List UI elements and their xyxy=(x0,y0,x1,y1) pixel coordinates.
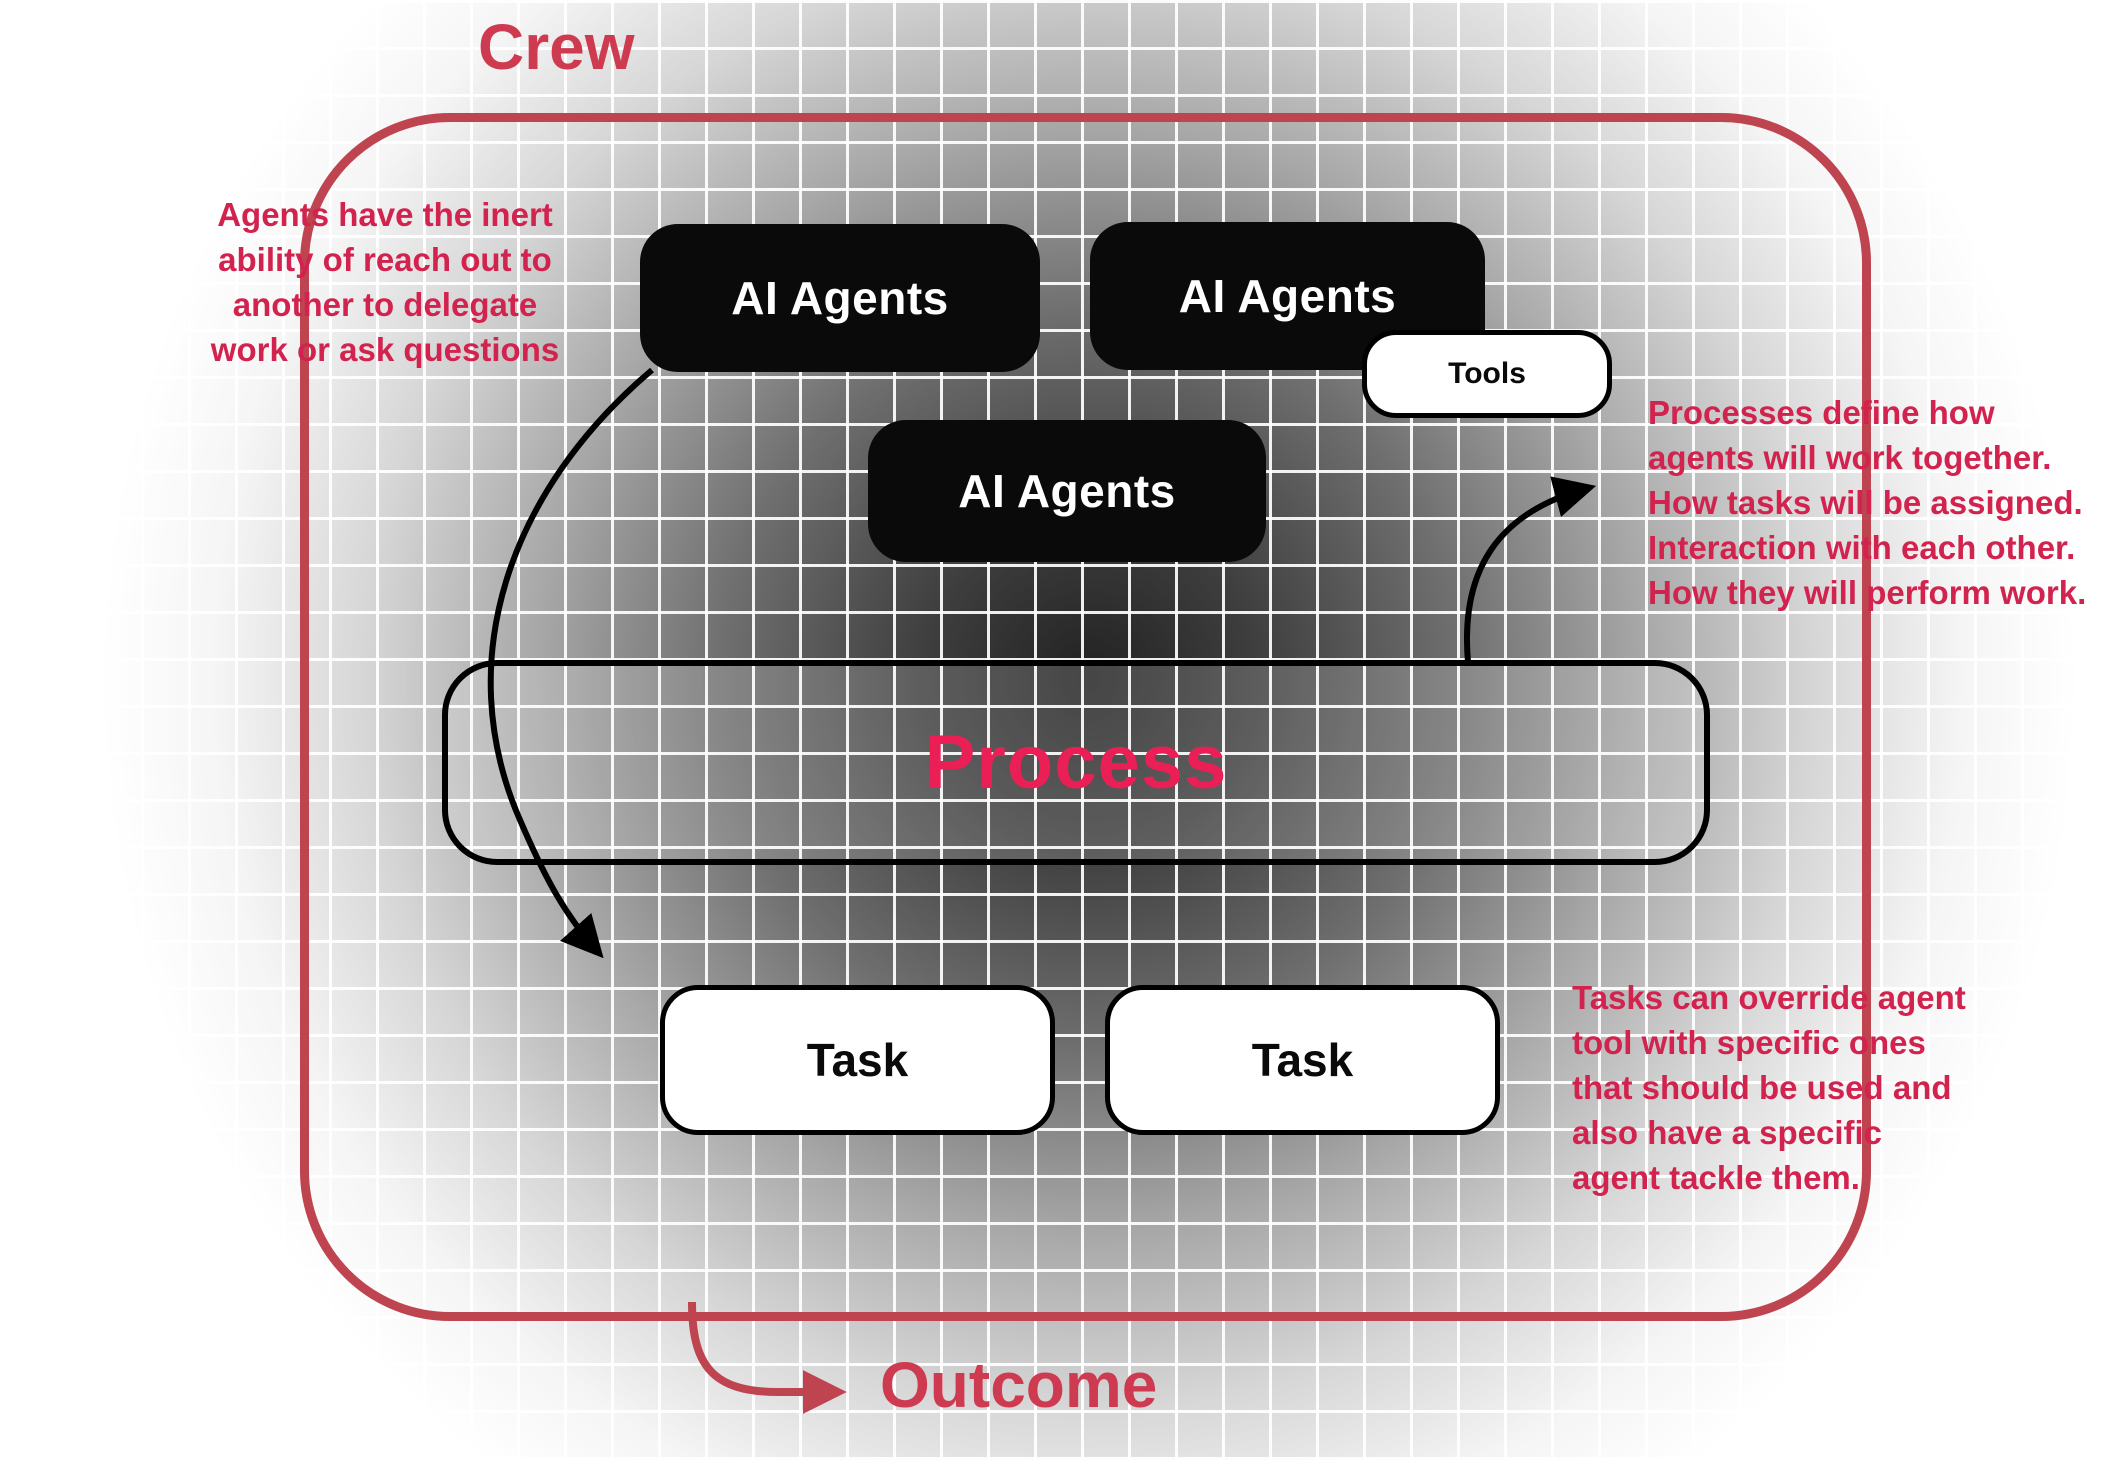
annotation-line: also have a specific xyxy=(1572,1114,1883,1151)
annotation-line: Tasks can override agent xyxy=(1572,979,1966,1016)
node-ai-agents-1-label: AI Agents xyxy=(731,272,949,324)
node-process-label: Process xyxy=(924,720,1228,805)
annotation-line: another to delegate xyxy=(232,286,538,323)
node-task-1: Task xyxy=(660,985,1055,1135)
annotation-line: How tasks will be assigned. xyxy=(1648,484,2083,521)
node-task-2-label: Task xyxy=(1251,1034,1354,1086)
annotation-processes: Processes define how agents will work to… xyxy=(1648,390,2123,615)
annotation-agents-delegation: Agents have the inert ability of reach o… xyxy=(185,192,585,372)
annotation-line: tool with specific ones xyxy=(1572,1024,1926,1061)
node-tools: Tools xyxy=(1362,330,1612,418)
crew-title: Crew xyxy=(478,11,635,83)
outcome-title: Outcome xyxy=(880,1349,1158,1421)
node-process: Process xyxy=(442,660,1710,865)
crew-boundary xyxy=(300,113,1871,1321)
annotation-line: work or ask questions xyxy=(210,331,560,368)
annotation-tasks: Tasks can override agent tool with speci… xyxy=(1572,975,2037,1200)
annotation-line: agent tackle them. xyxy=(1572,1159,1860,1196)
node-task-2: Task xyxy=(1105,985,1500,1135)
node-ai-agents-2-label: AI Agents xyxy=(1178,270,1397,322)
node-ai-agents-3: AI Agents xyxy=(868,420,1266,562)
annotation-line: that should be used and xyxy=(1572,1069,1952,1106)
node-task-1-label: Task xyxy=(806,1034,909,1086)
node-ai-agents-1: AI Agents xyxy=(640,224,1040,372)
annotation-line: ability of reach out to xyxy=(218,241,552,278)
annotation-line: How they will perform work. xyxy=(1648,574,2087,611)
annotation-line: Interaction with each other. xyxy=(1648,529,2076,566)
annotation-line: Agents have the inert xyxy=(217,196,553,233)
node-ai-agents-3-label: AI Agents xyxy=(958,465,1176,517)
annotation-line: Processes define how xyxy=(1648,394,1995,431)
node-tools-label: Tools xyxy=(1448,357,1526,390)
annotation-line: agents will work together. xyxy=(1648,439,2052,476)
